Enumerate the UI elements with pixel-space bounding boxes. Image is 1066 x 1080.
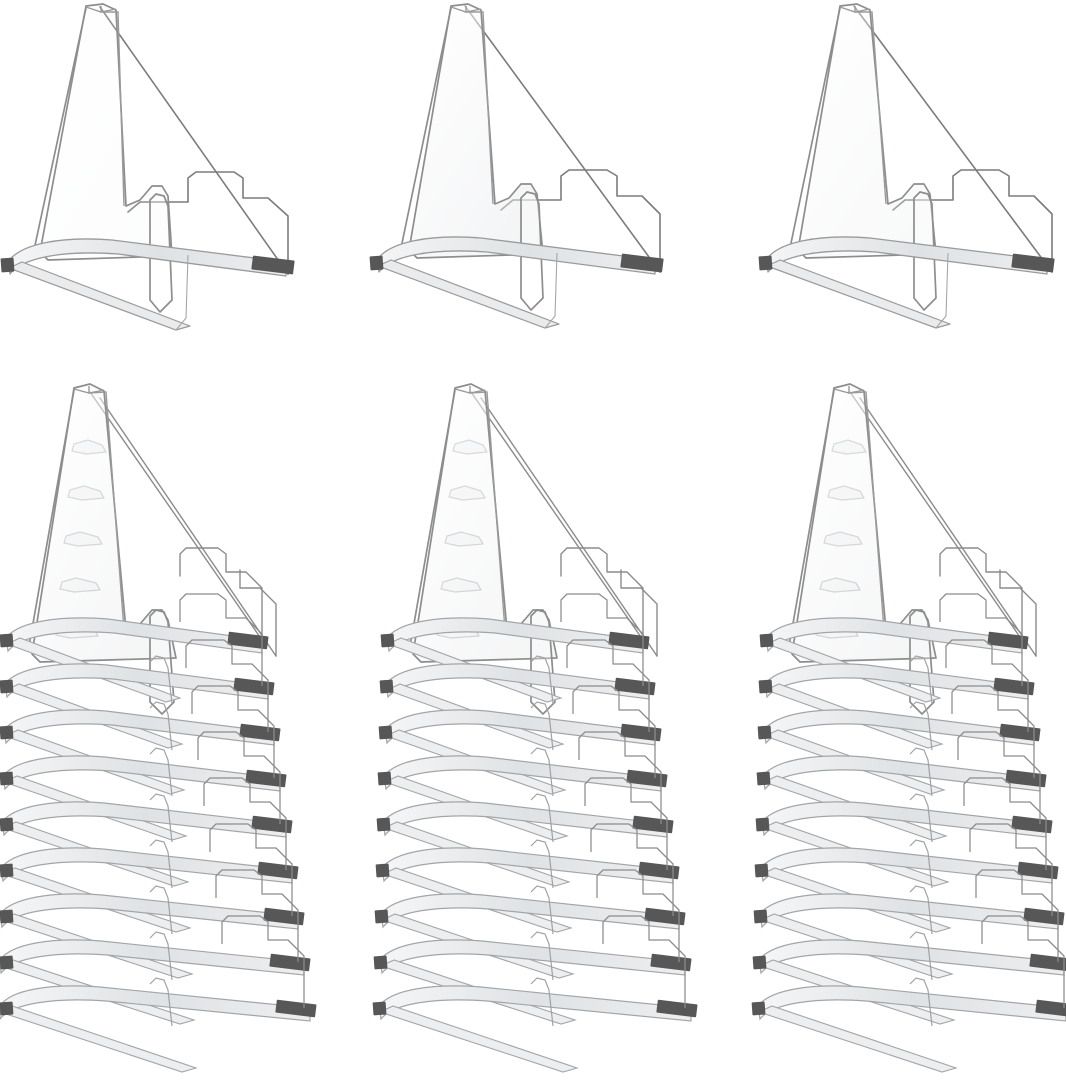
base-plate-layer bbox=[751, 985, 1066, 1073]
rear-panel bbox=[464, 5, 661, 273]
nested-notch-group bbox=[560, 593, 686, 1008]
nested-rear-panels bbox=[849, 391, 1037, 657]
stand-drawing bbox=[0, 3, 295, 331]
stand-drawing bbox=[758, 3, 1055, 329]
stand-top-left bbox=[0, 0, 360, 360]
stack-drawing bbox=[0, 383, 317, 1073]
rear-panel bbox=[853, 5, 1053, 273]
nested-rear-panels bbox=[470, 391, 658, 657]
base-plate bbox=[7, 238, 287, 331]
nested-lip-group bbox=[530, 655, 554, 1027]
stand-top-center bbox=[355, 0, 715, 360]
stack-drawing bbox=[372, 383, 698, 1073]
base-plate bbox=[376, 236, 656, 329]
stand-top-right bbox=[706, 0, 1066, 360]
base-plate-stack bbox=[0, 617, 317, 1073]
main-panel bbox=[33, 3, 173, 261]
nested-notch-group bbox=[939, 593, 1065, 1008]
protective-tab-left bbox=[0, 257, 15, 273]
base-plate-stack bbox=[751, 617, 1066, 1073]
main-panel bbox=[400, 3, 544, 259]
top-panel bbox=[27, 383, 177, 663]
base-plate-stack bbox=[372, 617, 698, 1073]
rear-panel bbox=[99, 6, 289, 275]
protective-tab-left bbox=[369, 255, 384, 271]
stack-bottom-left bbox=[0, 372, 360, 1080]
base-plate-layer bbox=[372, 985, 698, 1073]
nested-lip-group bbox=[149, 655, 173, 1027]
protective-tab-left bbox=[758, 255, 773, 271]
protective-tab-right bbox=[1011, 253, 1055, 273]
base-plate-layer bbox=[0, 985, 317, 1073]
stack-bottom-right bbox=[706, 372, 1066, 1080]
nested-notch-group bbox=[179, 593, 305, 1008]
base-plate bbox=[765, 236, 1048, 329]
stack-bottom-center bbox=[355, 372, 715, 1080]
nested-lip-group bbox=[909, 655, 933, 1027]
protective-tab-right bbox=[620, 253, 664, 273]
stack-drawing bbox=[751, 383, 1066, 1073]
protective-tab-right bbox=[251, 255, 295, 275]
stand-drawing bbox=[369, 3, 664, 329]
nested-rear-panels bbox=[89, 391, 277, 657]
main-panel bbox=[789, 3, 937, 259]
